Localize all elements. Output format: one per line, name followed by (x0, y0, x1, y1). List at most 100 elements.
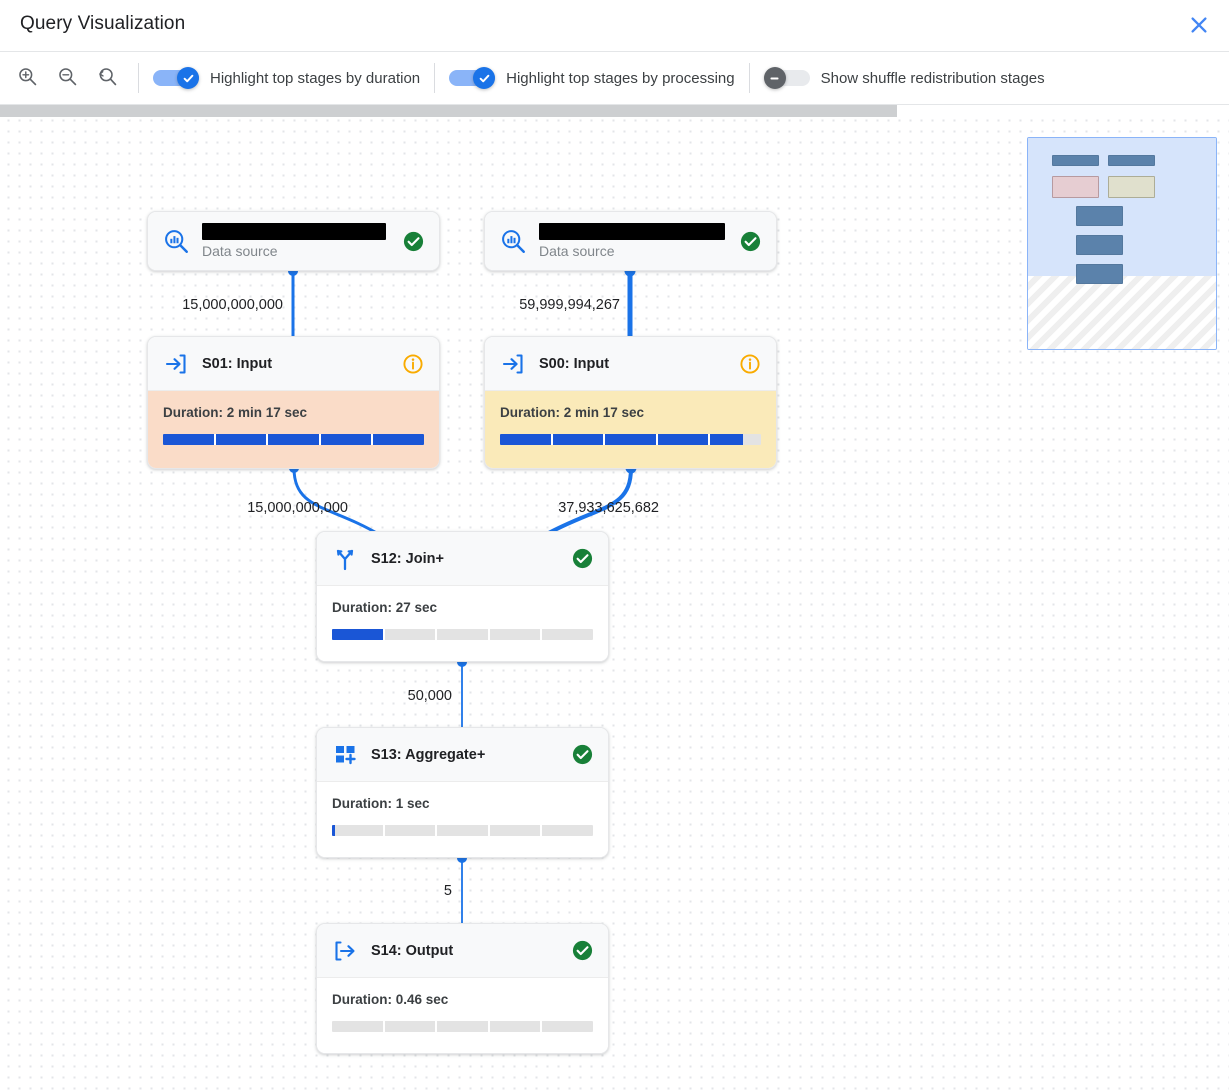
progress-ticks (332, 1021, 593, 1032)
graph-toolbar: Highlight top stages by duration Highlig… (0, 52, 1229, 105)
node-stage-s01[interactable]: S01: Input Duration: 2 min 17 sec (147, 336, 440, 469)
toggle-show-shuffle-switch[interactable] (763, 67, 810, 89)
toolbar-divider-2 (434, 63, 436, 93)
node-stage-s12[interactable]: S12: Join+ Duration: 27 sec (316, 531, 609, 662)
zoom-out-icon (57, 66, 78, 90)
toggle-highlight-duration-label: Highlight top stages by duration (210, 69, 421, 87)
canvas-scrollbar-thumb[interactable] (0, 105, 898, 117)
node-subtitle: Data source (202, 243, 278, 259)
graph-minimap[interactable] (1027, 137, 1217, 350)
toggle-highlight-processing-switch[interactable] (449, 67, 496, 89)
node-title: S13: Aggregate+ (371, 746, 486, 763)
progress-ticks (500, 434, 761, 445)
progress-fill (500, 434, 743, 445)
node-data-source-left[interactable]: Data source (147, 211, 440, 271)
node-header: S13: Aggregate+ (317, 728, 608, 782)
node-data-source-right[interactable]: Data source (484, 211, 777, 271)
check-circle-icon (738, 229, 762, 253)
toggle-highlight-duration-switch[interactable] (153, 67, 199, 89)
data-source-search-icon (499, 227, 527, 255)
toolbar-divider-1 (138, 63, 139, 93)
zoom-reset-icon (97, 66, 118, 90)
progress-ticks (163, 434, 424, 445)
node-header: S12: Join+ (317, 532, 608, 586)
node-body: Duration: 2 min 17 sec (148, 391, 439, 468)
edge-dsright-s00 (624, 265, 636, 336)
stage-input-icon (162, 350, 190, 378)
redacted-node-name (202, 223, 386, 240)
node-subtitle: Data source (539, 243, 615, 259)
toggle-show-shuffle[interactable]: Show shuffle redistribution stages (763, 67, 1045, 89)
toggle-show-shuffle-label: Show shuffle redistribution stages (820, 69, 1045, 87)
minus-icon (770, 77, 779, 79)
edge-s12-s13 (457, 657, 467, 727)
node-title-wrap: S01: Input (202, 356, 389, 372)
node-body: Duration: 0.46 sec (317, 978, 608, 1053)
minimap-node (1076, 206, 1123, 226)
node-title-wrap: Data source (539, 223, 726, 259)
edge-label-s13-s14: 5 (443, 883, 452, 899)
node-body: Duration: 27 sec (317, 586, 608, 661)
edge-label-dsright-s00: 59,999,994,267 (519, 297, 620, 313)
progress-fill (332, 629, 385, 640)
stage-aggregate-icon (331, 741, 359, 769)
node-header: S01: Input (148, 337, 439, 391)
minimap-node (1108, 176, 1155, 198)
node-duration: Duration: 27 sec (332, 600, 438, 615)
edge-label-s12-s13: 50,000 (407, 688, 452, 704)
stage-join-icon (331, 545, 359, 573)
node-title: S12: Join+ (371, 550, 444, 567)
progress-ticks (332, 825, 593, 836)
switch-knob (763, 67, 786, 89)
node-title: S01: Input (202, 355, 273, 372)
toggle-highlight-processing[interactable]: Highlight top stages by processing (449, 67, 735, 89)
info-circle-icon[interactable] (401, 352, 425, 376)
zoom-out-button[interactable] (50, 61, 84, 95)
node-duration: Duration: 2 min 17 sec (500, 405, 645, 420)
node-stage-s14[interactable]: S14: Output Duration: 0.46 sec (316, 923, 609, 1054)
node-body: Duration: 1 sec (317, 782, 608, 857)
node-duration: Duration: 0.46 sec (332, 992, 449, 1007)
switch-knob (473, 67, 496, 89)
stage-input-icon (499, 350, 527, 378)
node-title-wrap: Data source (202, 223, 389, 259)
node-stage-s00[interactable]: S00: Input Duration: 2 min 17 sec (484, 336, 777, 469)
minimap-node (1052, 176, 1099, 198)
stage-output-icon (331, 937, 359, 965)
zoom-reset-button[interactable] (90, 61, 124, 95)
canvas-horizontal-scrollbar[interactable] (0, 105, 1229, 117)
zoom-in-button[interactable] (10, 61, 44, 95)
close-icon (1189, 15, 1209, 38)
node-header: S14: Output (317, 924, 608, 978)
toggle-highlight-duration[interactable]: Highlight top stages by duration (153, 67, 421, 89)
close-button[interactable] (1183, 10, 1215, 42)
edge-label-s00-s12: 37,933,625,682 (558, 500, 659, 516)
progress-fill (332, 825, 335, 836)
check-circle-icon (570, 939, 594, 963)
switch-knob (177, 67, 199, 89)
progress-ticks (332, 629, 593, 640)
node-title-wrap: S12: Join+ (371, 551, 558, 567)
edge-s13-s14 (457, 853, 467, 923)
node-progress-bar (332, 1021, 593, 1032)
node-title-wrap: S14: Output (371, 943, 558, 959)
node-duration: Duration: 2 min 17 sec (163, 405, 308, 420)
dialog-titlebar: Query Visualization (0, 0, 1229, 52)
node-duration: Duration: 1 sec (332, 796, 430, 811)
minimap-node (1076, 264, 1123, 284)
data-source-search-icon (162, 227, 190, 255)
node-title-wrap: S00: Input (539, 356, 726, 372)
edge-label-dsleft-s01: 15,000,000,000 (182, 297, 283, 313)
node-header: Data source (485, 212, 776, 270)
edge-s00-s12 (544, 462, 637, 537)
node-progress-bar (332, 825, 593, 836)
info-circle-icon[interactable] (738, 352, 762, 376)
check-circle-icon (401, 229, 425, 253)
graph-canvas[interactable]: 15,000,000,000 59,999,994,267 15,000,000… (0, 105, 1229, 1090)
progress-fill (163, 434, 424, 445)
node-header: S00: Input (485, 337, 776, 391)
check-circle-icon (570, 547, 594, 571)
node-stage-s13[interactable]: S13: Aggregate+ Duration: 1 sec (316, 727, 609, 858)
edge-label-s01-s12: 15,000,000,000 (247, 500, 348, 516)
zoom-in-icon (17, 66, 38, 90)
